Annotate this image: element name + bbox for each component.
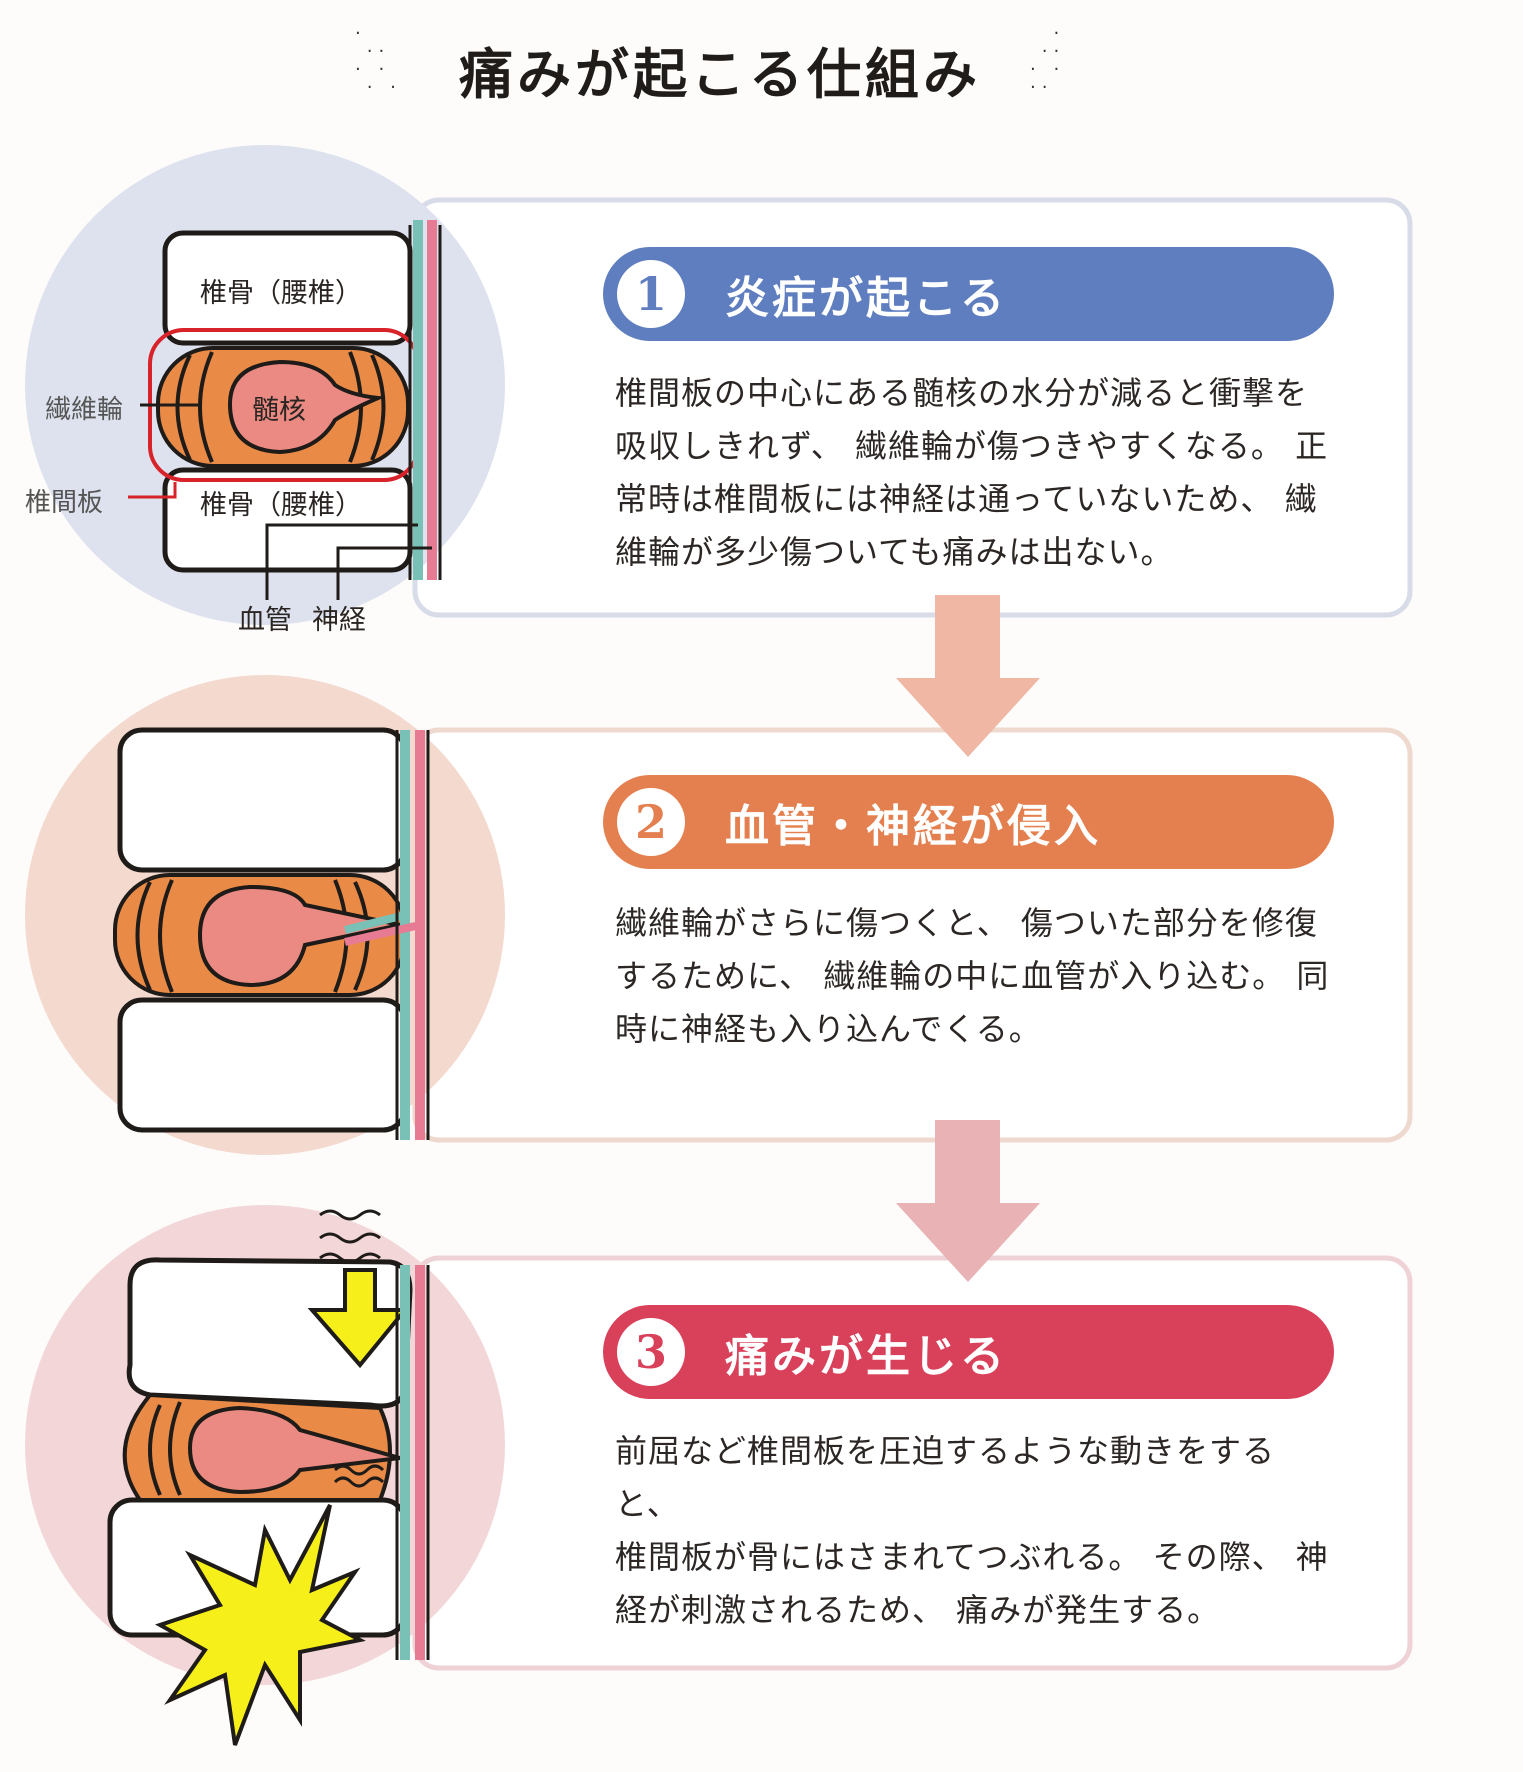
nerve-stimulus [333,1464,385,1488]
label-disc: 椎間板 [25,488,104,518]
step2-description: 繊維輪がさらに傷つくと、 傷ついた部分を修復 するために、 繊維輪の中に血管が入… [615,897,1335,1056]
step2-number: 2 [617,788,685,856]
disc-leader [128,482,177,499]
step1-title: 炎症が起こる [725,273,1007,324]
label-vessel: 血管 [238,605,292,636]
nucleus-pulposus [227,359,386,455]
step2-line: 時に神経も入り込んでくる。 [615,1010,1042,1048]
label-vertebra-lower: 椎骨（腰椎） [200,490,362,521]
step1-line: 吸収しきれず、 繊維輪が傷つきやすくなる。 正 [615,427,1329,465]
vessel-leader [265,523,418,600]
step3-description: 前屈など椎間板を圧迫するような動きをすると、 椎間板が骨にはさまれてつぶれる。 … [615,1425,1335,1637]
compressing-arrow [307,1268,410,1369]
label-annulus: 繊維輪 [45,395,124,425]
step2-line: 繊維輪がさらに傷つくと、 傷ついた部分を修復 [615,904,1318,942]
ingrowing-nerve [344,921,421,946]
vertebra-lower [117,997,408,1133]
down-arrow-2 [896,1120,1040,1282]
step1-line: 椎間板の中心にある髄核の水分が減ると衝撃を [615,374,1309,412]
step1-line: 維輪が多少傷ついても痛みは出ない。 [615,533,1174,571]
vertebra-upper [117,727,408,873]
step3-line: 前屈など椎間板を圧迫するような動きをすると、 [615,1432,1276,1523]
page-title: 痛みが起こる仕組み [459,43,981,106]
title-decoration-right: ⋅ ⋅⋅⋅ ⋅⋅⋅ [1030,23,1066,98]
illustration-step3 [25,1205,505,1746]
illustration-step2 [25,675,505,1155]
title-decoration-left: ⋅ ⋅⋅⋅ ⋅ ⋅ ⋅ [355,23,402,98]
step1-number: 1 [617,260,685,328]
step3-line: 経が刺激されるため、 痛みが発生する。 [615,1591,1221,1629]
nerve-leader [336,546,432,600]
step3-line: 椎間板が骨にはさまれてつぶれる。 その際、 神 [615,1538,1329,1576]
label-vertebra-upper: 椎骨（腰椎） [200,278,362,309]
pain-flash-icon [155,1504,366,1746]
down-arrow-1 [896,595,1040,757]
step1-header: 1 炎症が起こる [603,247,1334,341]
step2-header: 2 血管・神経が侵入 [603,775,1334,869]
step3-header: 3 痛みが生じる [603,1305,1334,1399]
step1-description: 椎間板の中心にある髄核の水分が減ると衝撃を 吸収しきれず、 繊維輪が傷つきやすく… [615,367,1335,579]
step3-number: 3 [617,1318,685,1386]
step1-line: 常時は椎間板には神経は通っていないため、 繊 [615,480,1318,518]
ingrowing-vessel [344,911,406,934]
nucleus-pulposus [197,884,401,988]
step3-title: 痛みが生じる [725,1331,1007,1382]
nucleus-pulposus [187,1405,401,1495]
illustration-step1 [25,145,505,625]
label-nerve: 神経 [312,605,366,636]
label-nucleus: 髄核 [252,395,306,426]
step2-line: するために、 繊維輪の中に血管が入り込む。 同 [615,957,1330,995]
step2-title: 血管・神経が侵入 [725,801,1101,852]
